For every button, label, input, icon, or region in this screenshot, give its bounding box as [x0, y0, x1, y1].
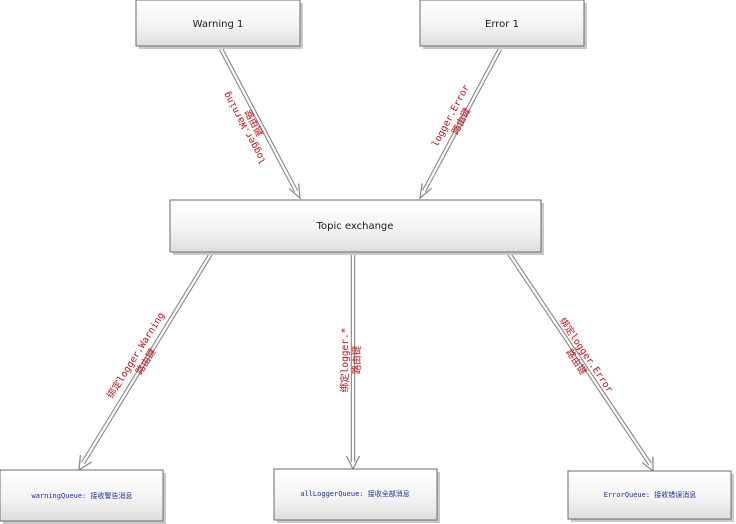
edge-label-line1: 绑定logger.* — [339, 328, 351, 393]
arrow-warning-to-exchange — [219, 47, 301, 200]
error-queue-box: ErrorQueue: 接收错误消息 — [567, 470, 734, 522]
error-producer-label: Error 1 — [485, 19, 519, 30]
warning-queue-box: warningQueue: 接收警告消息 — [0, 469, 166, 524]
edge-label-line1: 绑定logger.Warning — [104, 310, 167, 400]
arrow-error-to-exchange — [419, 47, 502, 200]
edge-label-line2: 路由键 — [351, 345, 363, 374]
all-logger-queue-box: allLoggerQueue: 接收全部消息 — [273, 468, 440, 523]
topic-exchange-box: Topic exchange — [169, 199, 544, 255]
edge-label-warning-to-exchange: 路由键 logger.Warning — [221, 90, 268, 166]
error-queue-label: ErrorQueue: 接收错误消息 — [604, 490, 697, 499]
all-logger-queue-label: allLoggerQueue: 接收全部消息 — [300, 489, 409, 498]
error-producer-box: Error 1 — [419, 0, 587, 49]
warning-producer-label: Warning 1 — [193, 19, 244, 30]
topic-exchange-label: Topic exchange — [316, 221, 394, 232]
warning-producer-box: Warning 1 — [135, 0, 303, 49]
edge-label-exchange-to-all: 绑定logger.* 路由键 — [339, 328, 363, 393]
warning-queue-label: warningQueue: 接收警告消息 — [31, 491, 132, 500]
